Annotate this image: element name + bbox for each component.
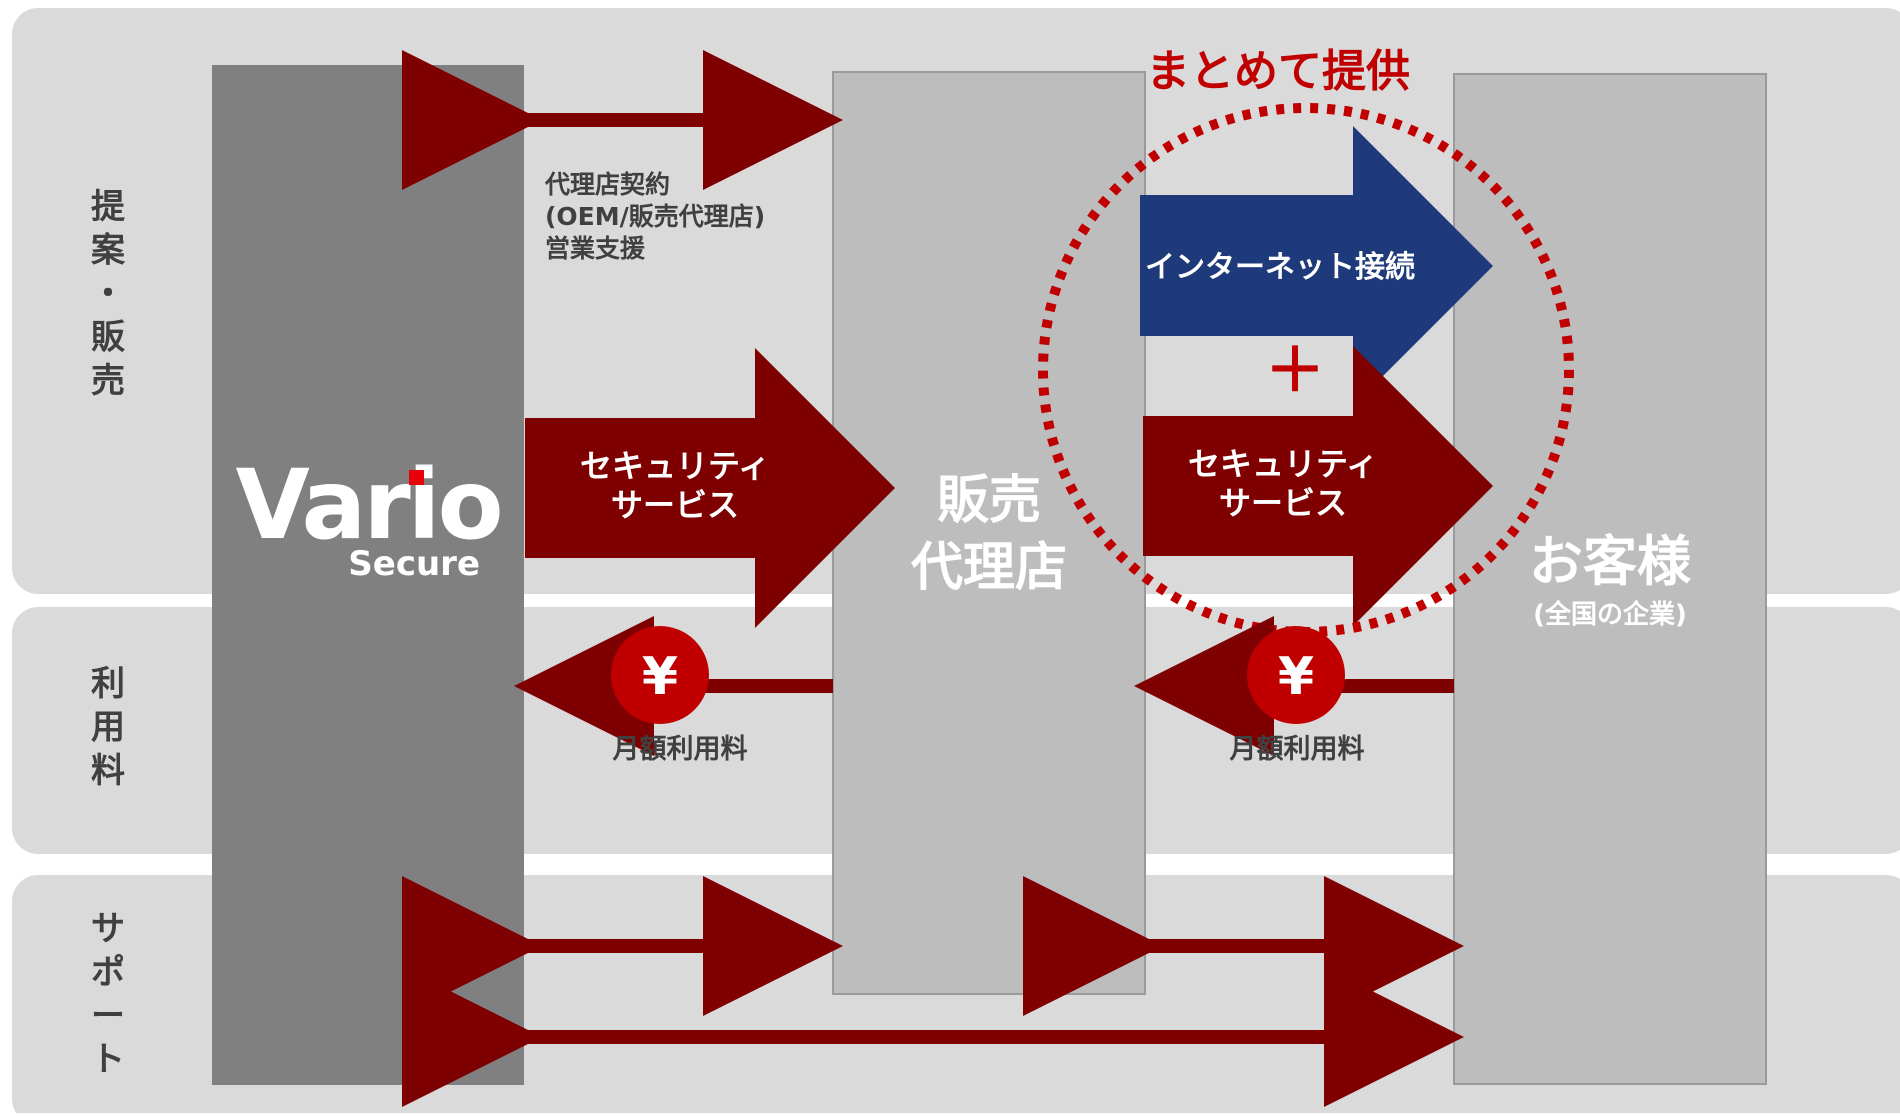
customer-column (1453, 73, 1767, 1085)
yen-icon-2 (1247, 626, 1345, 724)
yen-icon-1 (611, 626, 709, 724)
fee-label-1: 月額利用料 (612, 734, 748, 765)
agency-name-line2: 代理店 (910, 538, 1067, 598)
agency-column (832, 71, 1146, 995)
yen-symbol-1: ¥ (642, 647, 678, 707)
plus-sign: ＋ (1265, 336, 1325, 406)
yen-symbol-2: ¥ (1278, 647, 1314, 707)
internet-connection-label: インターネット接続 (1145, 250, 1415, 285)
customer-name: お客様 (1529, 530, 1692, 593)
internet-connection-arrow (1140, 126, 1493, 406)
security-service-1-line2: サービス (611, 486, 739, 524)
secure-logo-text: Secure (348, 544, 480, 584)
security-service-2-line1: セキュリティ (1188, 445, 1378, 483)
agency-name-line1: 販売 (937, 471, 1041, 531)
contract-line-2: (OEM/販売代理店) (545, 202, 765, 231)
vario-logo-text: Vario (235, 449, 500, 561)
contract-line-1: 代理店契約 (544, 170, 670, 199)
security-service-1-line1: セキュリティ (580, 447, 770, 485)
row-label-usage-fee: 利用料 (91, 664, 125, 791)
customer-sub: (全国の企業) (1533, 599, 1687, 630)
bundle-title: まとめて提供 (1146, 46, 1410, 97)
row-label-support: サポート (91, 909, 125, 1080)
security-service-arrow-1 (525, 348, 895, 628)
row-label-proposal-sales: 提案・販売 (91, 187, 126, 401)
contract-line-3: 営業支援 (545, 234, 646, 263)
security-service-arrow-2 (1143, 346, 1493, 626)
security-service-2-line2: サービス (1219, 484, 1347, 522)
logo-red-square-icon (409, 470, 424, 485)
fee-label-2: 月額利用料 (1229, 734, 1365, 765)
